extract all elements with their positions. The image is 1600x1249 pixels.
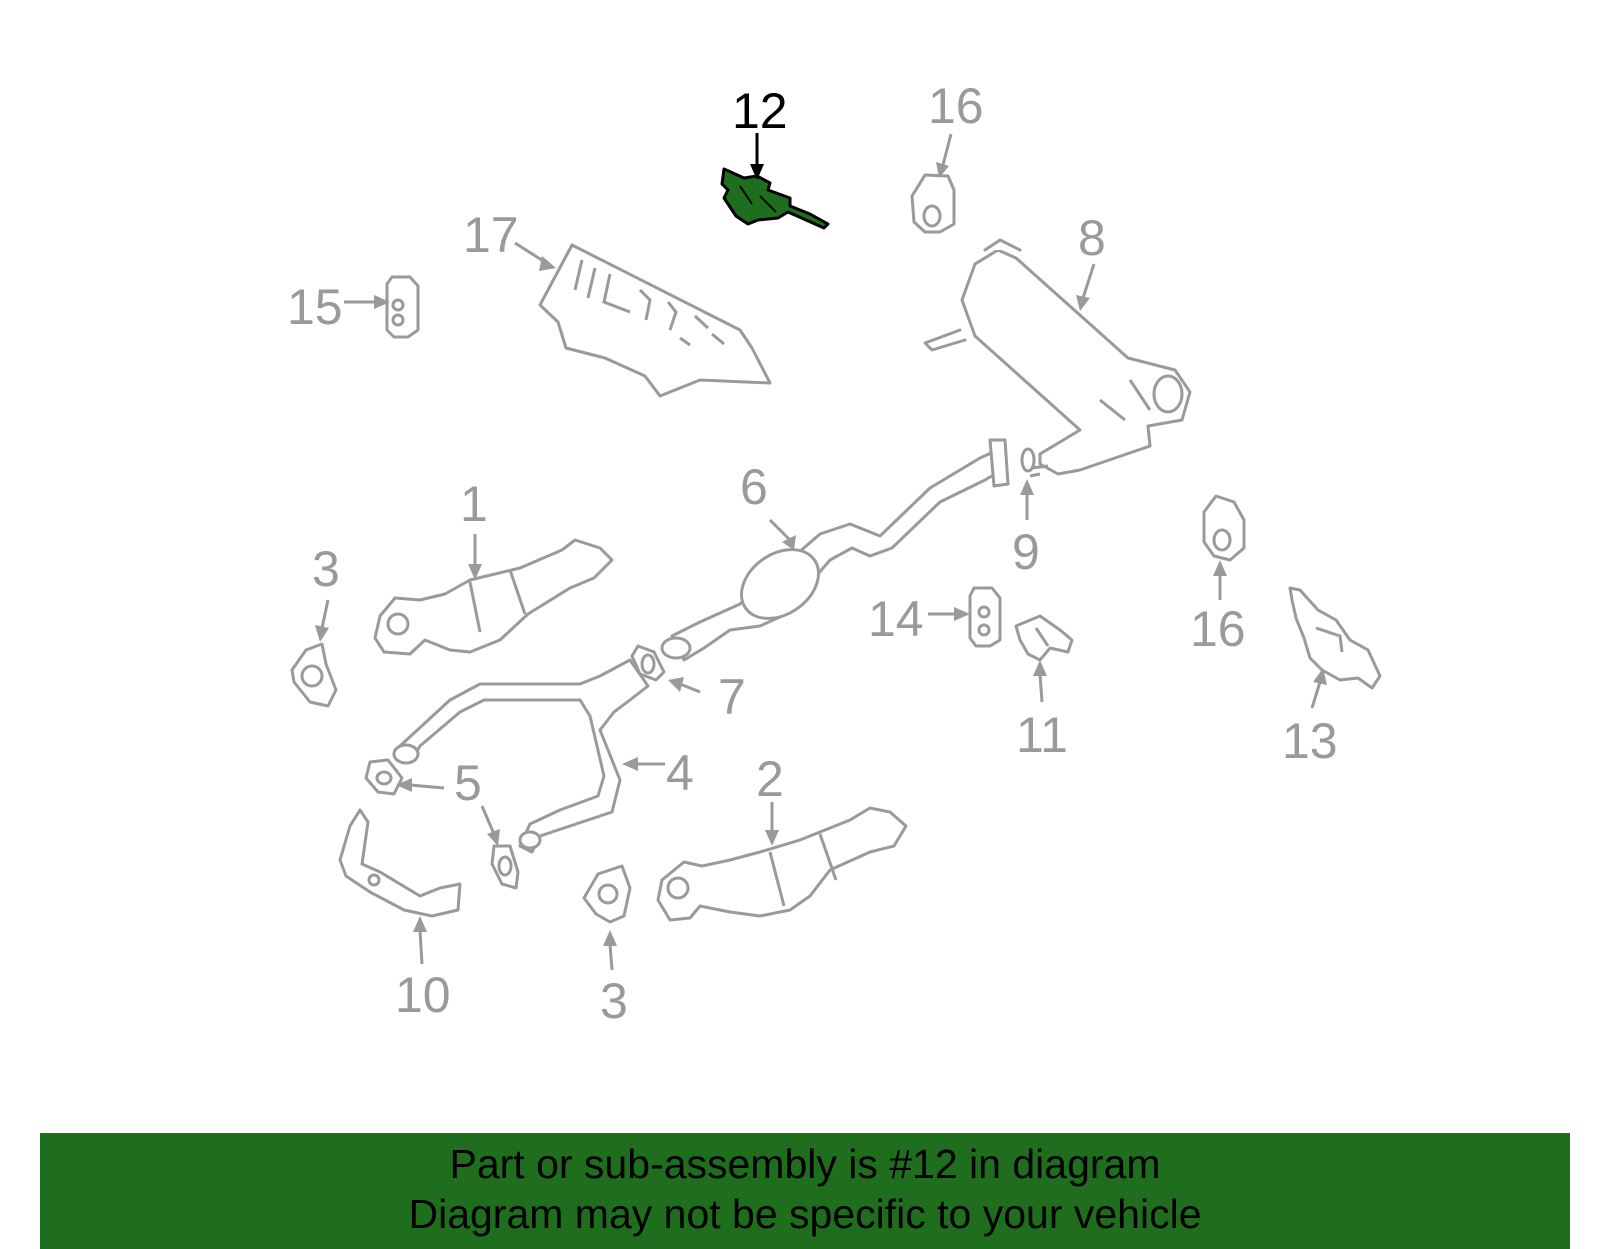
arrowhead-2 (765, 830, 779, 846)
part-1-catalytic-converter[interactable] (373, 538, 614, 656)
part-9-gasket[interactable] (1020, 447, 1036, 473)
arrowhead-7 (668, 677, 684, 692)
leader-6 (768, 518, 792, 542)
arrowhead-10 (413, 916, 427, 932)
callout-10[interactable]: 10 (395, 967, 451, 1023)
part-5-gaskets[interactable] (364, 758, 520, 890)
leader-16-top (941, 133, 953, 166)
callout-11[interactable]: 11 (1016, 707, 1068, 763)
part-8-muffler[interactable] (923, 238, 1192, 478)
leader-8 (1081, 263, 1096, 299)
callout-8[interactable]: 8 (1078, 210, 1106, 266)
callout-16-top[interactable]: 16 (928, 78, 984, 134)
arrowhead-16-top (936, 162, 949, 178)
part-7-gasket[interactable] (630, 644, 666, 682)
arrowhead-4 (622, 757, 638, 771)
part-11-bracket[interactable] (1014, 614, 1074, 662)
callout-5[interactable]: 5 (454, 755, 482, 811)
leader-5b (480, 805, 496, 835)
callout-4[interactable]: 4 (666, 745, 694, 801)
arrowhead-8 (1076, 295, 1090, 311)
callout-17[interactable]: 17 (463, 207, 519, 263)
callout-9[interactable]: 9 (1012, 524, 1040, 580)
callout-3-bottom[interactable]: 3 (600, 973, 628, 1029)
arrowhead-11 (1033, 660, 1047, 676)
leader-5a (409, 783, 445, 790)
callout-2[interactable]: 2 (756, 751, 784, 807)
part-2-catalytic-converter[interactable] (656, 806, 908, 922)
part-4-y-pipe[interactable] (392, 658, 650, 854)
part-10-bracket[interactable] (338, 808, 462, 918)
info-banner: Part or sub-assembly is #12 in diagram D… (40, 1133, 1570, 1249)
leader-11 (1038, 673, 1044, 703)
callout-14[interactable]: 14 (868, 591, 924, 647)
part-17-heat-shield[interactable] (538, 243, 772, 398)
arrowhead-6 (782, 535, 796, 550)
part-3-gasket-bottom[interactable] (582, 864, 632, 924)
callout-12[interactable]: 12 (732, 83, 788, 139)
arrowhead-5a (396, 778, 412, 792)
leader-7 (679, 682, 701, 694)
arrowhead-5b (487, 829, 500, 846)
arrowhead-14 (954, 607, 970, 621)
banner-line-2: Diagram may not be specific to your vehi… (408, 1191, 1202, 1237)
part-3-gasket-left[interactable] (290, 642, 338, 708)
leader-10 (418, 929, 424, 965)
arrowhead-9 (1020, 479, 1034, 495)
leader-3-left (320, 599, 330, 629)
arrowhead-12 (750, 164, 764, 180)
part-13-bracket[interactable] (1288, 586, 1382, 690)
arrowhead-15 (374, 295, 390, 309)
arrowhead-3-bottom (603, 930, 617, 946)
callout-6[interactable]: 6 (740, 459, 768, 515)
arrowhead-1 (468, 564, 482, 580)
part-14-rubber-hanger[interactable] (968, 586, 1002, 648)
callout-7[interactable]: 7 (718, 669, 746, 725)
part-15-rubber-hanger[interactable] (385, 275, 420, 339)
arrowhead-17 (539, 256, 556, 271)
part-16-hanger-top[interactable] (910, 173, 956, 234)
callout-1[interactable]: 1 (460, 476, 488, 532)
part-6-center-pipe[interactable] (660, 438, 1010, 662)
part-12-bracket[interactable] (720, 167, 830, 230)
arrowhead-13 (1313, 668, 1327, 685)
arrowhead-3-left (315, 625, 329, 642)
leader-3-bottom (608, 943, 614, 971)
callout-15[interactable]: 15 (287, 279, 343, 335)
callout-13[interactable]: 13 (1282, 713, 1338, 769)
banner-line-1: Part or sub-assembly is #12 in diagram (449, 1141, 1161, 1187)
arrowhead-16-right (1213, 560, 1227, 576)
callout-16-right[interactable]: 16 (1190, 601, 1246, 657)
callout-3-left[interactable]: 3 (312, 541, 340, 597)
part-16-hanger-right[interactable] (1202, 494, 1246, 562)
leader-13 (1310, 681, 1322, 709)
